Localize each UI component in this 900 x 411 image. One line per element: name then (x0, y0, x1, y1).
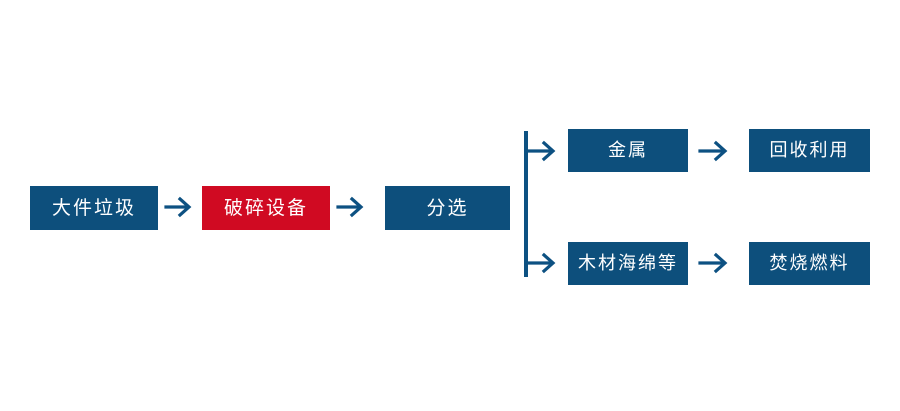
node-crusher[interactable]: 破碎设备 (202, 186, 330, 230)
arrow-crusher-to-sorting (336, 196, 368, 218)
branch-bus-line (524, 131, 528, 277)
node-fuel[interactable]: 焚烧燃料 (749, 242, 870, 285)
node-metal[interactable]: 金属 (568, 129, 688, 172)
node-input[interactable]: 大件垃圾 (30, 186, 158, 230)
arrow-wood-to-fuel (698, 252, 732, 274)
arrow-input-to-crusher (164, 196, 196, 218)
arrow-bus-to-wood (526, 252, 560, 274)
node-sorting[interactable]: 分选 (385, 186, 510, 230)
arrow-metal-to-recycle (698, 140, 732, 162)
arrow-bus-to-metal (526, 140, 560, 162)
node-recycle[interactable]: 回收利用 (749, 129, 870, 172)
node-wood[interactable]: 木材海绵等 (568, 242, 688, 285)
